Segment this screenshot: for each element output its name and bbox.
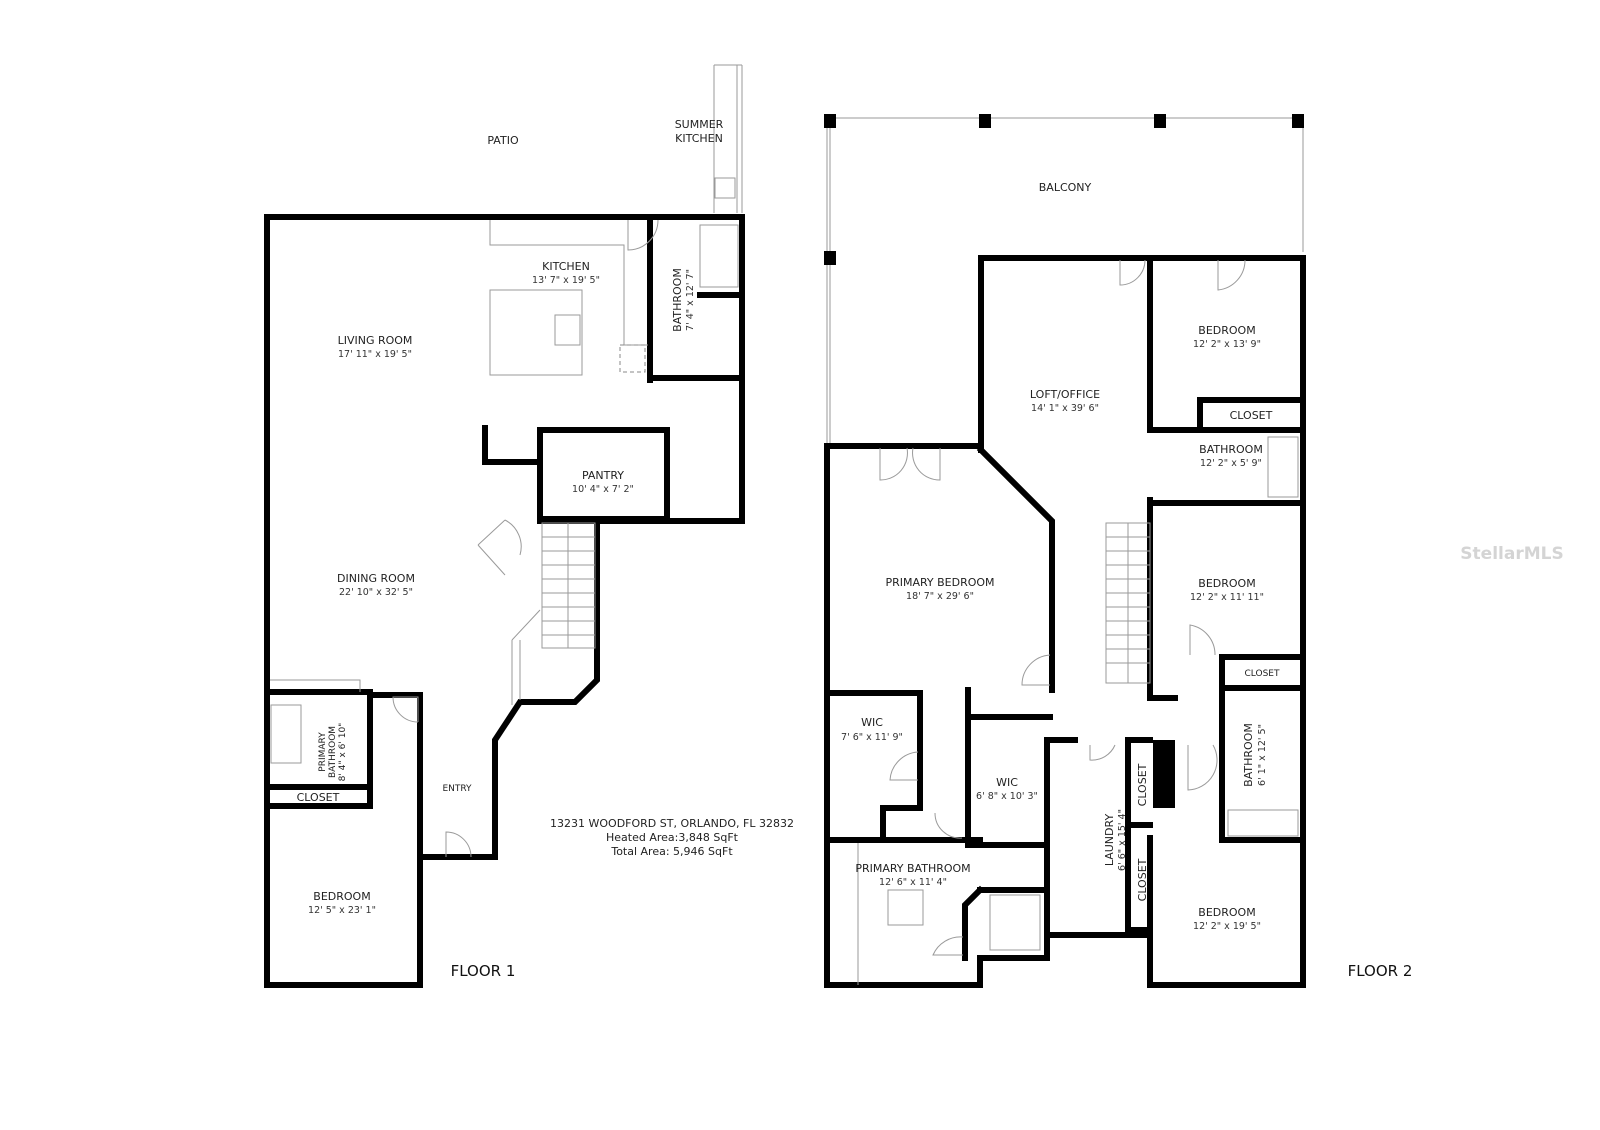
room-dims-pantry: 10' 4" x 7' 2": [572, 484, 634, 495]
heated-area: Heated Area:3,848 SqFt: [606, 831, 739, 844]
room-label-summer-kitchen-1: SUMMER: [675, 118, 724, 131]
room-dims-bathroom-a: 12' 2" x 5' 9": [1200, 458, 1262, 469]
staircase-floor2: [1105, 522, 1151, 684]
room-dims-kitchen: 13' 7" x 19' 5": [532, 275, 600, 286]
room-label-primary-bathroom-f1-2: BATHROOM: [328, 726, 338, 778]
floor-1-title: FLOOR 1: [451, 962, 516, 980]
floor-2-title: FLOOR 2: [1348, 962, 1413, 980]
room-label-wic-a: WIC: [861, 716, 883, 729]
room-label-pantry: PANTRY: [582, 469, 624, 482]
property-address: 13231 WOODFORD ST, ORLANDO, FL 32832: [550, 817, 794, 830]
room-label-bathroom-f1: BATHROOM: [671, 268, 684, 332]
room-label-loft-office: LOFT/OFFICE: [1030, 388, 1100, 401]
room-dims-loft-office: 14' 1" x 39' 6": [1031, 403, 1099, 414]
room-label-bathroom-a: BATHROOM: [1199, 443, 1263, 456]
room-dims-primary-bathroom-f2: 12' 6" x 11' 4": [879, 877, 947, 888]
room-dims-living-room: 17' 11" x 19' 5": [338, 349, 412, 360]
total-area: Total Area: 5,946 SqFt: [610, 845, 733, 858]
staircase-floor1: [511, 522, 596, 705]
room-dims-wic-a: 7' 6" x 11' 9": [841, 732, 903, 743]
room-label-primary-bathroom-f1-1: PRIMARY: [318, 732, 328, 772]
room-label-primary-bathroom-f2: PRIMARY BATHROOM: [855, 862, 970, 875]
room-label-bedroom-c: BEDROOM: [1198, 906, 1255, 919]
room-label-wic-b: WIC: [996, 776, 1018, 789]
room-label-closet-b: CLOSET: [1245, 669, 1280, 679]
room-label-closet-f1: CLOSET: [297, 791, 340, 804]
room-label-summer-kitchen-2: KITCHEN: [675, 132, 723, 145]
room-label-bathroom-b: BATHROOM: [1242, 723, 1255, 787]
room-label-closet-a: CLOSET: [1230, 409, 1273, 422]
room-label-laundry: LAUNDRY: [1103, 814, 1116, 867]
floor-1-plan: [264, 64, 745, 988]
room-dims-dining-room: 22' 10" x 32' 5": [339, 587, 413, 598]
room-dims-bedroom-a: 12' 2" x 13' 9": [1193, 339, 1261, 350]
room-label-balcony: BALCONY: [1039, 181, 1092, 194]
room-dims-bedroom-f1: 12' 5" x 23' 1": [308, 905, 376, 916]
room-label-entry: ENTRY: [442, 784, 472, 794]
room-label-primary-bedroom: PRIMARY BEDROOM: [885, 576, 994, 589]
watermark-logo: StellarMLS: [1460, 544, 1563, 564]
room-dims-primary-bathroom-f1: 8' 4" x 6' 10": [338, 723, 348, 782]
floor-2-plan: [824, 114, 1306, 988]
room-label-kitchen: KITCHEN: [542, 260, 590, 273]
room-dims-bedroom-c: 12' 2" x 19' 5": [1193, 921, 1261, 932]
room-dims-bedroom-b: 12' 2" x 11' 11": [1190, 592, 1264, 603]
room-dims-wic-b: 6' 8" x 10' 3": [976, 791, 1038, 802]
room-label-bedroom-a: BEDROOM: [1198, 324, 1255, 337]
room-label-bedroom-b: BEDROOM: [1198, 577, 1255, 590]
room-dims-laundry: 6' 6" x 15' 4": [1117, 809, 1128, 871]
room-label-dining-room: DINING ROOM: [337, 572, 415, 585]
room-label-closet-c: CLOSET: [1136, 763, 1149, 806]
room-label-closet-d: CLOSET: [1136, 858, 1149, 901]
room-label-patio: PATIO: [487, 134, 519, 147]
room-label-bedroom-f1: BEDROOM: [313, 890, 370, 903]
room-dims-bathroom-f1: 7' 4" x 12' 7": [685, 269, 696, 331]
room-dims-primary-bedroom: 18' 7" x 29' 6": [906, 591, 974, 602]
room-dims-bathroom-b: 6' 1" x 12' 5": [1257, 724, 1268, 786]
room-label-living-room: LIVING ROOM: [338, 334, 413, 347]
